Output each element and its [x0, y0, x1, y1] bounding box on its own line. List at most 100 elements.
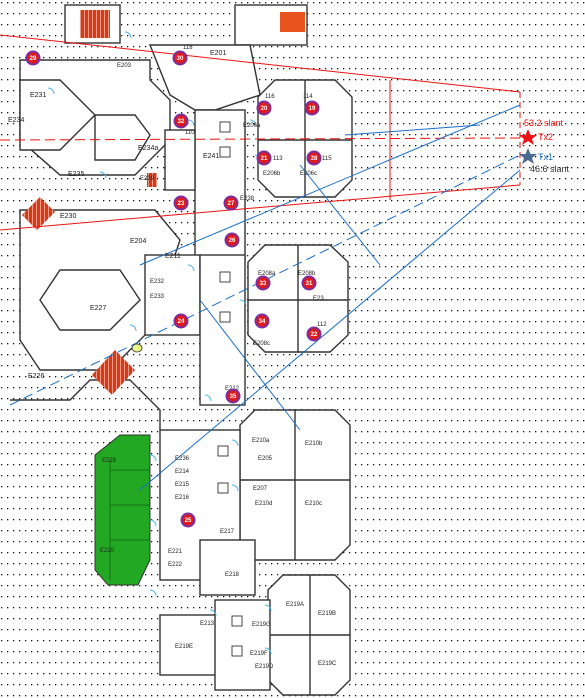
access-point-dot-icon: [227, 390, 239, 402]
access-point-dot-icon: [306, 102, 318, 114]
access-point-label: 22: [311, 332, 318, 338]
access-point-21[interactable]: 21: [256, 150, 272, 166]
access-point-label: 20: [261, 106, 268, 112]
access-point-label: 30: [177, 56, 184, 62]
room-label-e201: E201: [210, 50, 226, 57]
access-point-30[interactable]: 30: [172, 50, 188, 66]
access-point-dot-icon: [226, 234, 238, 246]
access-point-label: 23: [178, 201, 185, 207]
room-label-e210a: E210a: [252, 438, 270, 444]
room-label-e208b: E208b: [298, 271, 316, 277]
access-point-label: 29: [30, 56, 37, 62]
access-point-dot-icon: [257, 277, 269, 289]
tx2-star-icon[interactable]: [519, 129, 537, 145]
room-label-e210b: E210b: [305, 441, 323, 447]
access-point-dot-icon: [258, 102, 270, 114]
tx2-name-label: Tx2: [538, 132, 553, 142]
door-arcs: [47, 31, 272, 655]
room-label-n116: 116: [265, 94, 275, 100]
access-point-28[interactable]: 28: [306, 150, 322, 166]
access-point-dot-icon: [258, 152, 270, 164]
room-label-e205: E205: [258, 456, 273, 462]
access-point-34[interactable]: 34: [254, 313, 270, 329]
access-point-label: 33: [260, 281, 267, 287]
access-point-22[interactable]: 22: [306, 326, 322, 342]
access-point-dot-icon: [182, 514, 194, 526]
stair-top: [80, 10, 110, 38]
room-label-n114: 114: [303, 94, 313, 100]
access-point-24[interactable]: 24: [173, 313, 189, 329]
room-label-e241: E241: [203, 153, 219, 160]
room-label-e219g: E219G: [252, 622, 271, 628]
access-point-19[interactable]: 19: [304, 100, 320, 116]
room-label-e219f: E219F: [250, 651, 268, 657]
room-label-n115: 115: [322, 156, 332, 162]
access-point-29[interactable]: 29: [25, 50, 41, 66]
access-point-20[interactable]: 20: [256, 100, 272, 116]
room-label-n112: 112: [317, 322, 327, 328]
bottom-stair-block: [214, 599, 271, 691]
access-point-26[interactable]: 26: [224, 232, 240, 248]
room-label-e232: E232: [150, 279, 165, 285]
room-label-e221: E221: [168, 549, 183, 555]
room-label-e219b: E219B: [318, 611, 336, 617]
room-label-n110: 110: [185, 130, 195, 136]
access-point-dot-icon: [175, 315, 187, 327]
room-label-e230: E230: [60, 213, 76, 220]
room-label-n118: 118: [183, 45, 193, 51]
room-label-e213: E213: [200, 621, 215, 627]
green-room-e229: [94, 434, 151, 586]
e218-block: [199, 539, 256, 596]
room-labels: E231 E234 E234a E235 E241 E201 E230 E203…: [8, 45, 337, 670]
room-label-e222: E222: [168, 562, 183, 568]
room-label-e227: E227: [90, 305, 106, 312]
room-label-e207: E207: [253, 486, 268, 492]
center-rooms-mid: [144, 254, 201, 336]
access-point-label: 19: [309, 106, 316, 112]
room-label-e238: E238: [240, 196, 255, 202]
room-label-e216: E216: [175, 495, 190, 501]
access-point-25[interactable]: 25: [180, 512, 196, 528]
room-label-e210c: E210c: [305, 501, 322, 507]
room-label-e208c: E208c: [253, 341, 270, 347]
access-point-dot-icon: [256, 315, 268, 327]
tx1-marker[interactable]: Tx1 46.6 slant: [519, 148, 570, 174]
room-label-e234: E234: [8, 117, 24, 124]
room-label-e206b: E206b: [263, 171, 281, 177]
tx1-blue-lines: [9, 104, 521, 491]
access-point-label: 24: [178, 319, 185, 325]
access-point-dot-icon: [308, 152, 320, 164]
room-label-e236: E236: [175, 456, 190, 462]
access-point-35[interactable]: 35: [225, 388, 241, 404]
access-point-32[interactable]: 32: [173, 113, 189, 129]
room-label-e23: E23: [313, 296, 324, 302]
access-point-label: 31: [306, 281, 313, 287]
access-point-dot-icon: [27, 52, 39, 64]
access-point-layer: 29 30 32 20 19 21 28 23 27 26 24 31 22 33 34 35 25: [25, 50, 322, 528]
access-point-label: 21: [261, 156, 268, 162]
room-label-e219d: E219D: [255, 664, 274, 670]
access-point-27[interactable]: 27: [223, 195, 239, 211]
access-point-dot-icon: [175, 115, 187, 127]
access-point-label: 32: [178, 119, 185, 125]
room-label-e234a: E234a: [138, 145, 158, 152]
stair-top-right: [280, 12, 305, 32]
e241-block: [164, 129, 196, 191]
room-label-e220: E220: [100, 548, 115, 554]
tx1-star-icon[interactable]: [519, 148, 537, 164]
room-label-e219c: E219C: [318, 661, 337, 667]
access-point-label: 34: [259, 319, 266, 325]
room-label-e204: E204: [130, 238, 146, 245]
room-label-e233: E233: [150, 294, 165, 300]
access-point-33[interactable]: 33: [255, 275, 271, 291]
room-label-e208a: E208a: [258, 271, 276, 277]
room-label-e211: E211: [165, 253, 181, 260]
tx2-marker[interactable]: 53.2 slant Tx2: [519, 118, 564, 145]
access-point-31[interactable]: 31: [301, 275, 317, 291]
room-label-e239: E239: [140, 176, 155, 182]
access-point-23[interactable]: 23: [173, 195, 189, 211]
room-label-e215: E215: [175, 482, 190, 488]
room-label-e228: E228: [102, 458, 117, 464]
stair-lower: [92, 350, 135, 395]
